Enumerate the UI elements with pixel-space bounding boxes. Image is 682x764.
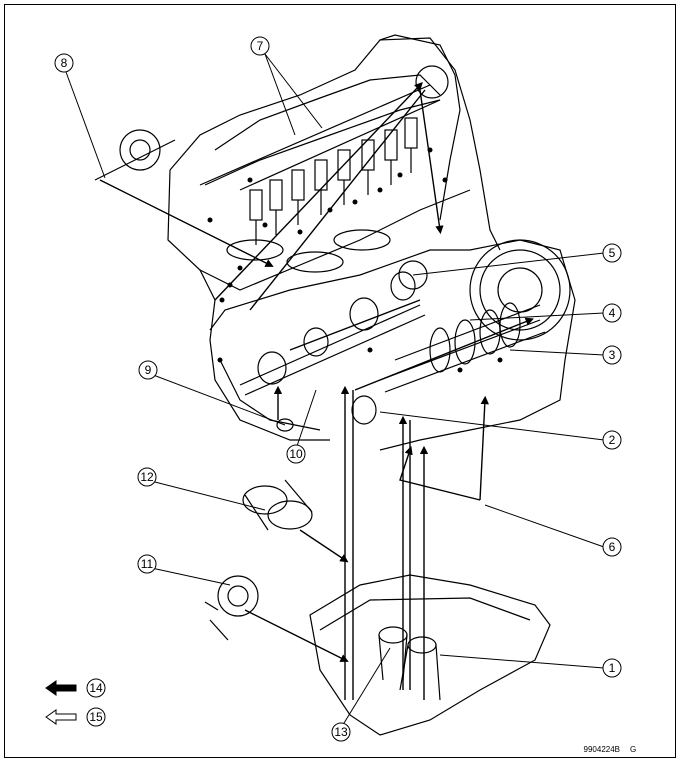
- callout-4: 4: [602, 303, 622, 323]
- oil-drip-marks: [207, 147, 503, 373]
- svg-text:3: 3: [609, 348, 616, 362]
- figure-code: 9904224B: [584, 745, 620, 754]
- callout-11: 11: [137, 554, 157, 574]
- engine-illustration: [94, 34, 576, 736]
- figure-frame: [4, 4, 676, 758]
- svg-text:6: 6: [609, 540, 616, 554]
- svg-text:13: 13: [334, 725, 348, 739]
- callout-7: 7: [250, 36, 270, 56]
- legend-outline-arrow: 15: [45, 707, 106, 727]
- callout-8: 8: [54, 53, 74, 73]
- valve-row: [249, 117, 418, 245]
- filled-arrow-icon: [45, 680, 77, 696]
- svg-text:8: 8: [61, 56, 68, 70]
- callout-10: 10: [286, 444, 306, 464]
- svg-text:15: 15: [89, 710, 103, 724]
- callout-1: 1: [602, 658, 622, 678]
- callout-5: 5: [602, 243, 622, 263]
- leader-lines: [65, 53, 605, 729]
- svg-text:2: 2: [609, 433, 616, 447]
- svg-text:7: 7: [257, 39, 264, 53]
- callout-2: 2: [602, 430, 622, 450]
- callout-9: 9: [138, 360, 158, 380]
- svg-text:10: 10: [289, 447, 303, 461]
- oil-flow-paths: [99, 81, 534, 700]
- callout-markers: 1 2 3 4 5 6 7 8 9 10 11 12 13: [54, 36, 622, 742]
- svg-text:4: 4: [609, 306, 616, 320]
- svg-text:9: 9: [145, 363, 152, 377]
- callout-12: 12: [137, 467, 157, 487]
- legend: 14 15: [45, 678, 106, 727]
- figure-suffix: G: [630, 745, 636, 754]
- svg-text:14: 14: [89, 681, 103, 695]
- svg-text:11: 11: [141, 557, 154, 571]
- legend-filled-arrow: 14: [45, 678, 106, 698]
- svg-text:1: 1: [609, 661, 616, 675]
- callout-6: 6: [602, 537, 622, 557]
- svg-text:12: 12: [140, 470, 154, 484]
- outline-arrow-icon: [45, 709, 77, 725]
- callout-3: 3: [602, 345, 622, 365]
- callout-13: 13: [331, 722, 351, 742]
- svg-text:5: 5: [609, 246, 616, 260]
